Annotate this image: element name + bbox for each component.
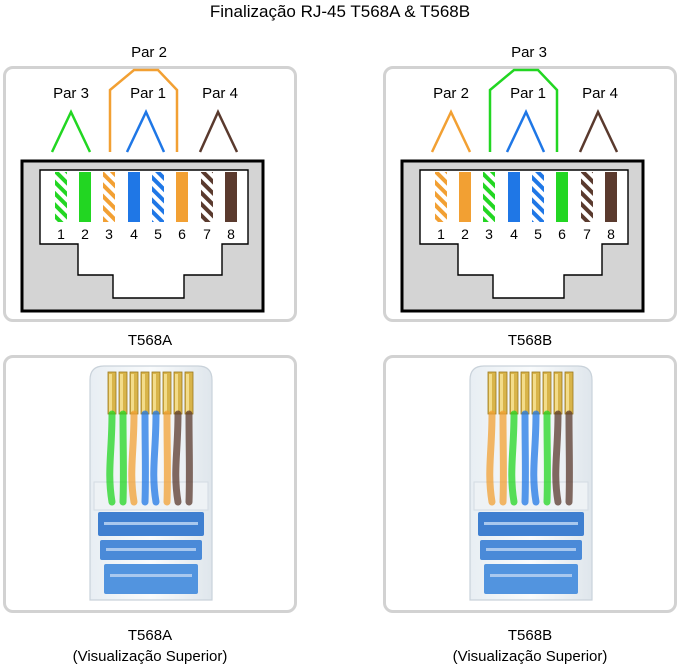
pair-top-label: Par 2 [131, 44, 167, 61]
pin-number: 1 [437, 226, 445, 242]
gold-contact [487, 371, 497, 415]
pin-number: 4 [130, 226, 138, 242]
pin-2 [459, 172, 471, 222]
gold-contact [162, 371, 172, 415]
gold-contact [542, 371, 552, 415]
wire [486, 410, 496, 506]
gold-contact [498, 371, 508, 415]
pin-5 [532, 172, 544, 222]
pin-4 [508, 172, 520, 222]
pair-left-arch [430, 109, 472, 153]
pin-number: 7 [203, 226, 211, 242]
pin-8 [225, 172, 237, 222]
gold-contact [140, 371, 150, 415]
page-title: Finalização RJ-45 T568A & T568B [209, 2, 471, 21]
pin-3 [483, 172, 495, 222]
pin-number: 8 [227, 226, 235, 242]
photo-label-t568b: T568B (Visualização Superior) [380, 625, 680, 667]
pin-number: 5 [534, 226, 542, 242]
pin-1 [435, 172, 447, 222]
wire [552, 410, 562, 506]
pair-outer-arch [108, 68, 179, 152]
pair-right-arch [578, 109, 619, 153]
pair-left-label: Par 3 [53, 85, 89, 102]
pair-right-label: Par 4 [202, 85, 238, 102]
gold-contact [151, 371, 161, 415]
pair-top-label: Par 3 [511, 44, 547, 61]
pin-1 [55, 172, 67, 222]
cable-jacket-band [104, 564, 198, 594]
wire [508, 410, 518, 506]
pair-center-label: Par 1 [130, 85, 166, 102]
pin-8 [605, 172, 617, 222]
pair-left-arch [50, 109, 92, 153]
pair-right-label: Par 4 [582, 85, 618, 102]
pin-number: 6 [558, 226, 566, 242]
cable-highlight [110, 574, 192, 577]
wire [530, 410, 540, 506]
wire [150, 410, 160, 506]
photo-label-t568a: T568A (Visualização Superior) [0, 625, 300, 667]
pin-number: 1 [57, 226, 65, 242]
cable-highlight [484, 522, 578, 525]
photo-subtitle-t568b: (Visualização Superior) [452, 648, 608, 665]
diagram-label-t568b: T568B [507, 332, 553, 349]
pin-number: 8 [607, 226, 615, 242]
pin-number: 6 [178, 226, 186, 242]
pin-6 [176, 172, 188, 222]
jack-outline [400, 159, 645, 313]
pin-4 [128, 172, 140, 222]
t568b-connector-photo [469, 365, 593, 601]
pin-number: 2 [461, 226, 469, 242]
pair-center-arch [505, 109, 546, 153]
pair-left-label: Par 2 [433, 85, 469, 102]
wire [106, 410, 116, 506]
pin-number: 2 [81, 226, 89, 242]
pin-7 [581, 172, 593, 222]
photo-subtitle-t568a: (Visualização Superior) [72, 648, 228, 665]
cable-highlight [106, 548, 196, 551]
gold-contact [118, 371, 128, 415]
pin-2 [79, 172, 91, 222]
cable-highlight [104, 522, 198, 525]
pin-number: 7 [583, 226, 591, 242]
gold-contact [107, 371, 117, 415]
photo-title-t568a: T568A [127, 627, 173, 644]
pin-7 [201, 172, 213, 222]
cable-highlight [490, 574, 572, 577]
pair-right-arch [198, 109, 239, 153]
gold-contact [531, 371, 541, 415]
pair-outer-arch [488, 68, 559, 152]
gold-contact [184, 371, 194, 415]
pair-center-arch [125, 109, 166, 153]
pin-number: 5 [154, 226, 162, 242]
pin-6 [556, 172, 568, 222]
pin-number: 4 [510, 226, 518, 242]
gold-contact [520, 371, 530, 415]
pin-5 [152, 172, 164, 222]
gold-contact [129, 371, 139, 415]
cable-highlight [486, 548, 576, 551]
pin-3 [103, 172, 115, 222]
wire [172, 410, 182, 506]
gold-contact [564, 371, 574, 415]
wire [128, 410, 138, 506]
t568a-connector-photo [89, 365, 213, 601]
jack-outline [20, 159, 265, 313]
pin-number: 3 [485, 226, 493, 242]
pair-center-label: Par 1 [510, 85, 546, 102]
photo-title-t568b: T568B [507, 627, 553, 644]
gold-contact [553, 371, 563, 415]
gold-contact [173, 371, 183, 415]
gold-contact [509, 371, 519, 415]
diagram-label-t568a: T568A [127, 332, 173, 349]
cable-jacket-band [484, 564, 578, 594]
pin-number: 3 [105, 226, 113, 242]
